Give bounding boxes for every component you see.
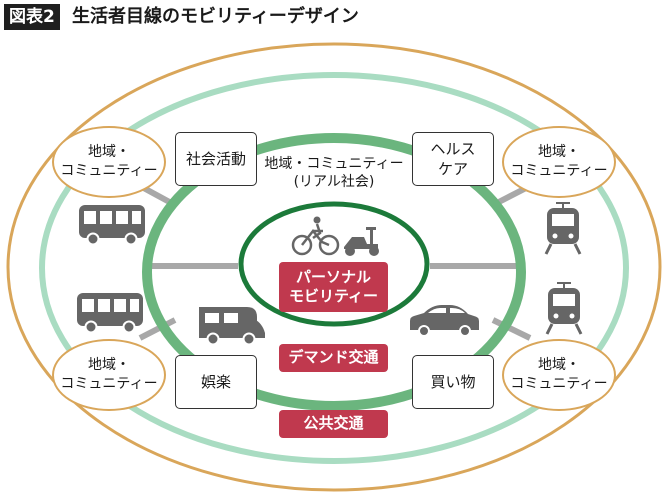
community-node-top-right: 地域・ コミュニティー bbox=[502, 126, 616, 198]
bicycle-icon bbox=[291, 216, 340, 256]
figure-number: 図表2 bbox=[4, 4, 60, 30]
train-icon bbox=[545, 282, 583, 335]
bus-icon bbox=[79, 205, 145, 246]
community-node-bottom-right: 地域・ コミュニティー bbox=[502, 339, 616, 411]
community-node-top-left: 地域・ コミュニティー bbox=[52, 126, 166, 198]
figure-title: 生活者目線のモビリティーデザイン bbox=[72, 6, 359, 27]
public-transport-label: 公共交通 bbox=[279, 410, 388, 438]
center-community-label: 地域・コミュニティー (リアル社会) bbox=[264, 156, 404, 191]
scooter-icon bbox=[344, 227, 379, 256]
public-transport-ring bbox=[39, 72, 629, 464]
demand-transport-label: デマンド交通 bbox=[279, 344, 388, 372]
personal-mobility-label: パーソナル モビリティー bbox=[279, 262, 388, 312]
demand-transport-ring bbox=[142, 133, 526, 411]
community-node-bottom-left: 地域・ コミュニティー bbox=[52, 339, 166, 411]
camper-van-icon bbox=[199, 307, 265, 346]
activity-entertainment: 娯楽 bbox=[175, 355, 257, 409]
activity-social: 社会活動 bbox=[175, 132, 257, 186]
outer-ring bbox=[6, 42, 662, 492]
bus-icon bbox=[77, 293, 143, 334]
car-icon bbox=[410, 305, 479, 337]
activity-shopping: 買い物 bbox=[412, 355, 494, 409]
activity-healthcare: ヘルス ケア bbox=[412, 132, 494, 186]
train-icon bbox=[544, 202, 582, 255]
